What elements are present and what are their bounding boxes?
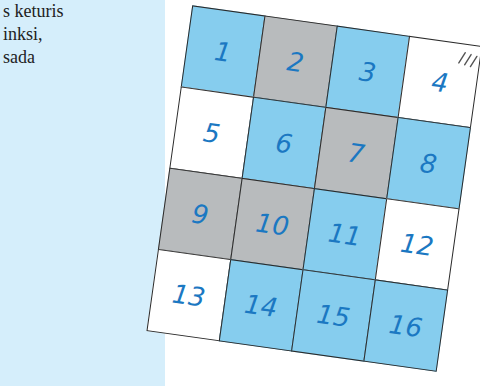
square-number: 6 [274,127,295,159]
square-number: 16 [387,308,424,342]
grid-square: 11 [302,188,387,280]
square-number: 15 [315,298,352,332]
square-number: 12 [399,227,436,261]
grid-square: 14 [219,259,304,351]
square-number: 7 [346,137,367,169]
square-number: 4 [430,66,451,98]
text-column: s keturisinksi,sada [3,0,153,69]
square-number: 5 [201,117,222,149]
grid-square: 2 [253,15,338,107]
grid-square: 6 [242,97,327,189]
grid-square: 15 [291,269,376,361]
grid-square: 7 [314,107,399,199]
text-fragment: inksi, [3,23,153,46]
square-number: 1 [213,36,234,68]
square-number: 10 [254,207,291,241]
grid-square: 13 [146,249,231,341]
grid-square: 10 [230,178,315,270]
grid-square: 16 [363,279,448,371]
grid-square: 5 [169,86,254,178]
grid-square: 9 [158,168,243,260]
grid-square: 3 [325,26,410,118]
pencil-marks [147,5,480,370]
square-number: 13 [170,278,207,312]
grid-square: 8 [386,117,471,209]
square-number: 2 [285,46,306,78]
square-number: 14 [243,288,280,322]
grid-square: 4 [398,36,480,128]
square-number: 11 [326,217,363,251]
text-fragment: s keturis [3,0,153,23]
square-number: 3 [357,56,378,88]
text-fragment: sada [3,46,153,69]
square-number: 9 [190,198,211,230]
grid-square: 12 [375,198,460,290]
square-number: 8 [418,147,439,179]
paper-sheet: 12345678910111213141516 [147,5,480,370]
grid-square: 1 [181,5,266,97]
